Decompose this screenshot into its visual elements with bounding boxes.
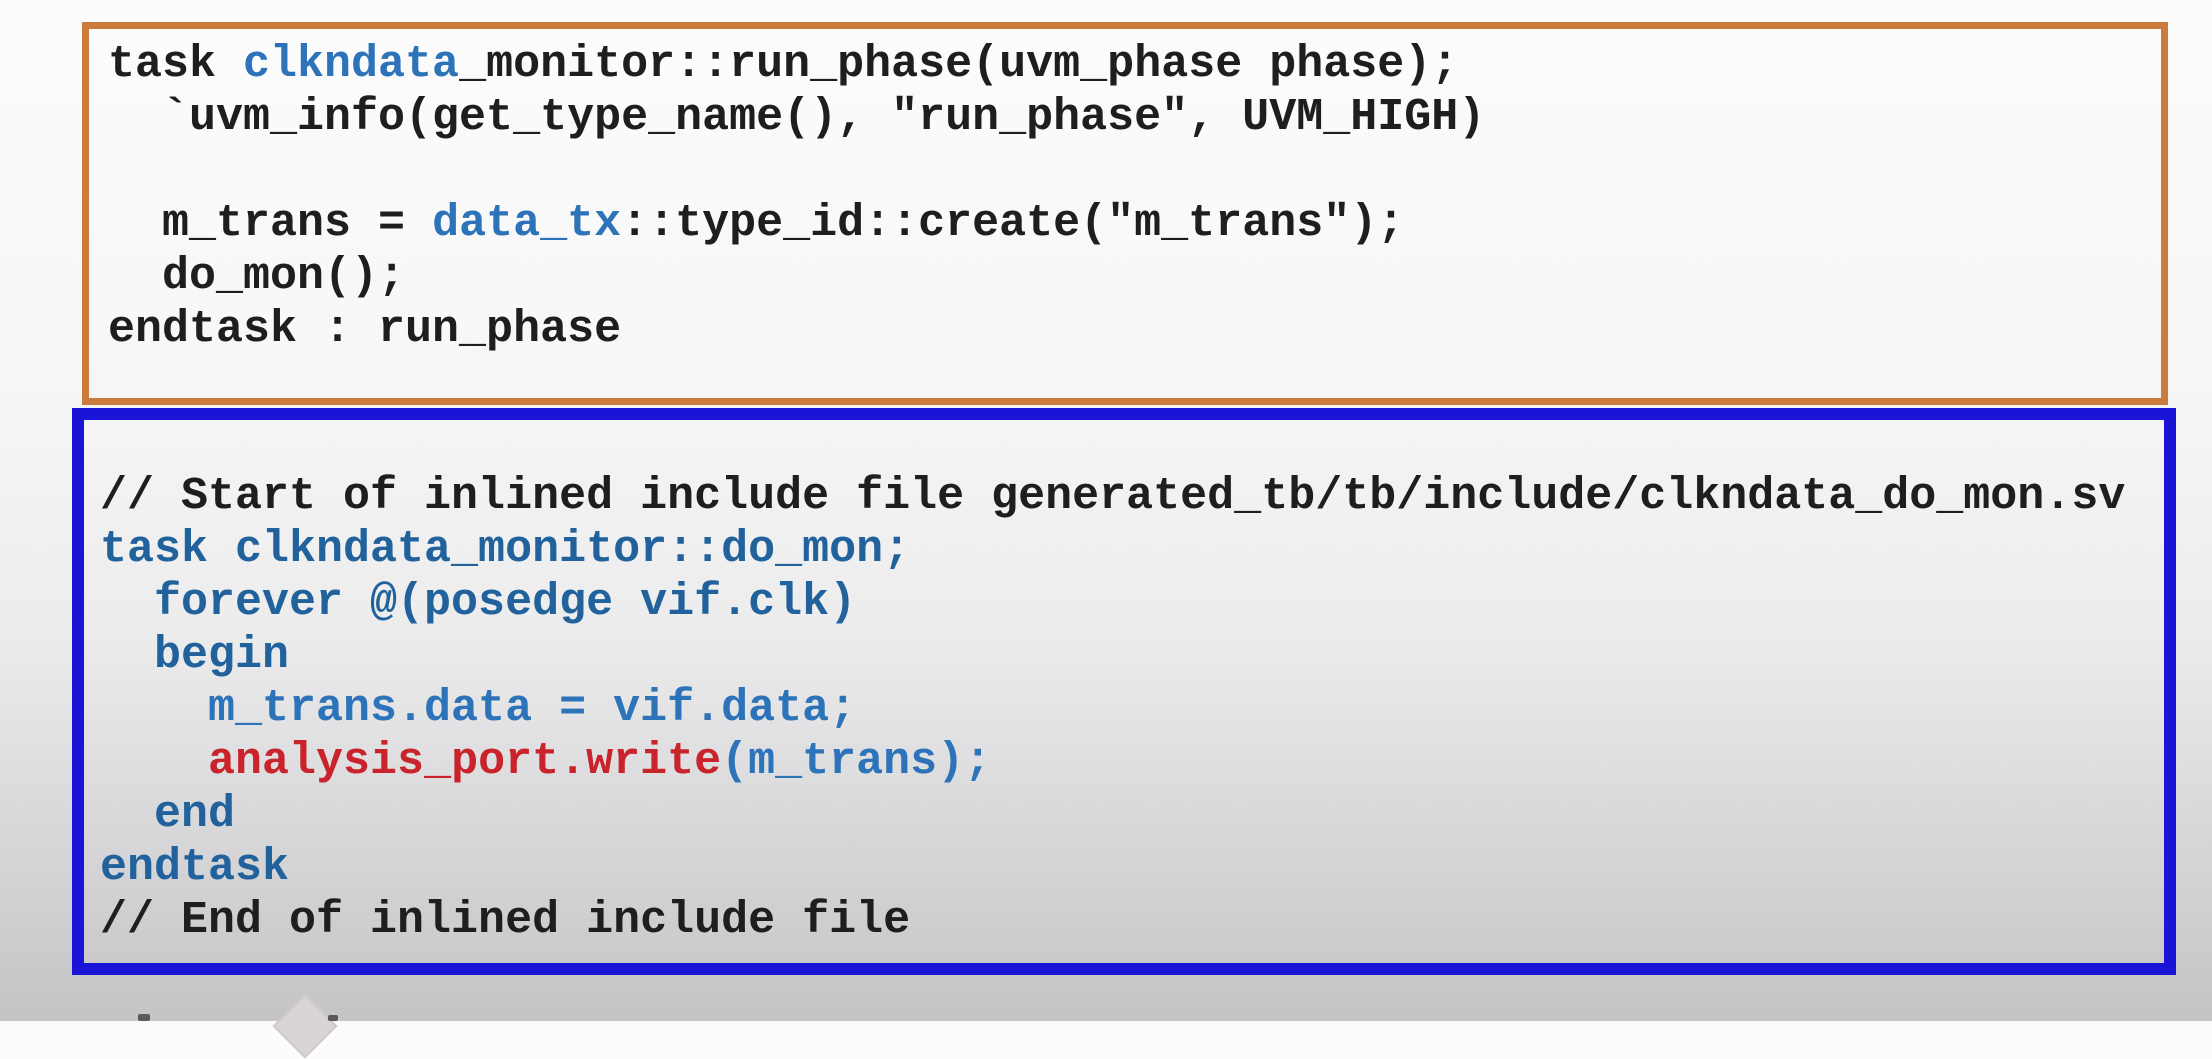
- do-mon-code-block: // Start of inlined include file generat…: [72, 408, 2176, 975]
- code-line: begin: [100, 629, 2164, 682]
- code-token: begin: [100, 630, 290, 681]
- do-mon-code-text: // Start of inlined include file generat…: [100, 470, 2164, 947]
- code-token: forever @(posedge vif.clk): [100, 577, 857, 628]
- code-token: task: [108, 39, 244, 90]
- code-token: _monitor::run_phase(uvm_phase phase);: [459, 39, 1459, 90]
- code-line: endtask: [100, 841, 2164, 894]
- code-token: (m_trans);: [721, 736, 992, 787]
- code-line: end: [100, 788, 2164, 841]
- code-token: endtask: [100, 842, 290, 893]
- code-token: `uvm_info(get_type_name(), "run_phase", …: [108, 92, 1486, 143]
- code-token: m_trans.data = vif.data;: [100, 683, 857, 734]
- cut-off-watermark-diamond-icon: [272, 993, 338, 1059]
- code-token: do_mon();: [108, 251, 406, 302]
- code-line: do_mon();: [108, 250, 2161, 303]
- code-token: // End of inlined include file: [100, 895, 911, 946]
- code-line: endtask : run_phase: [108, 303, 2161, 356]
- code-token: task clkndata_monitor::do_mon;: [100, 524, 911, 575]
- code-token: // Start of inlined include file generat…: [100, 471, 2126, 522]
- code-line: // End of inlined include file: [100, 894, 2164, 947]
- code-line: analysis_port.write(m_trans);: [100, 735, 2164, 788]
- run-phase-code-block: task clkndata_monitor::run_phase(uvm_pha…: [82, 22, 2168, 405]
- code-line: task clkndata_monitor::do_mon;: [100, 523, 2164, 576]
- code-token: ::type_id::create("m_trans");: [621, 198, 1405, 249]
- code-token: analysis_port.write: [208, 736, 722, 787]
- code-line: [108, 144, 2161, 197]
- cut-off-text-fragment: [328, 1015, 338, 1021]
- code-token: endtask : run_phase: [108, 304, 622, 355]
- run-phase-code-text: task clkndata_monitor::run_phase(uvm_pha…: [108, 38, 2161, 356]
- code-line: // Start of inlined include file generat…: [100, 470, 2164, 523]
- cut-off-text-fragment: [138, 1014, 150, 1021]
- code-line: forever @(posedge vif.clk): [100, 576, 2164, 629]
- code-token: end: [100, 789, 236, 840]
- code-line: task clkndata_monitor::run_phase(uvm_pha…: [108, 38, 2161, 91]
- code-line: `uvm_info(get_type_name(), "run_phase", …: [108, 91, 2161, 144]
- code-line: m_trans.data = vif.data;: [100, 682, 2164, 735]
- code-token: data_tx: [432, 198, 622, 249]
- code-token: m_trans =: [108, 198, 433, 249]
- code-line: m_trans = data_tx::type_id::create("m_tr…: [108, 197, 2161, 250]
- code-token: [100, 736, 208, 787]
- code-token: clkndata: [243, 39, 460, 90]
